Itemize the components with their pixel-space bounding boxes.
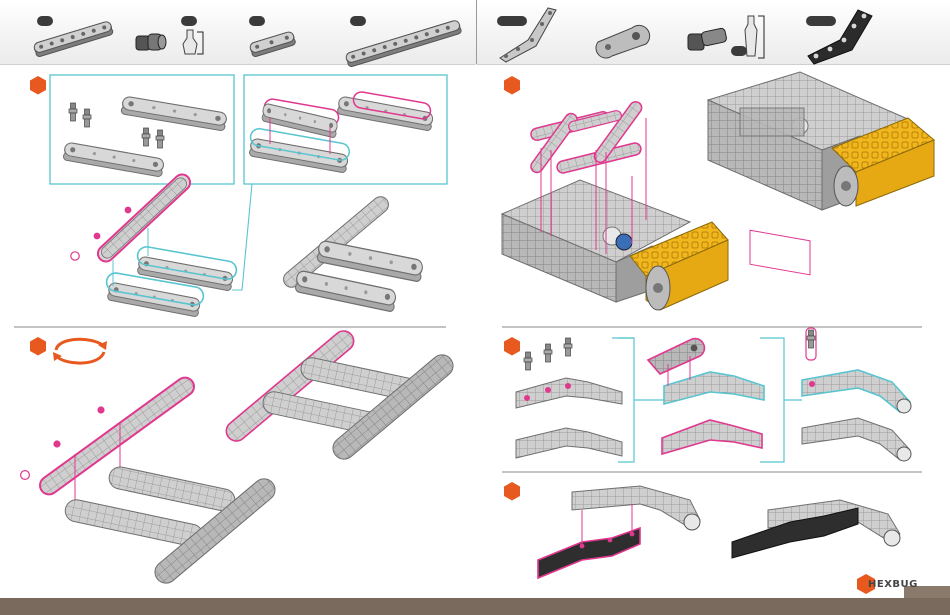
part-beam-7-icon (33, 21, 114, 58)
step-badge-4 (504, 337, 520, 356)
step3-robot-back (708, 72, 934, 275)
step-badge-5 (504, 482, 520, 501)
step1-box-b-parts (249, 91, 434, 173)
step-badge-3 (504, 76, 520, 95)
step1-box-a-parts (63, 96, 228, 177)
step-badge-1 (30, 76, 46, 95)
part-axle-clip-icon (183, 30, 203, 54)
rotate-arrows-icon (53, 339, 107, 363)
hexbug-logo: HEXBUG (856, 573, 906, 595)
step5-assembly-b (732, 500, 900, 558)
step2-upper-frame (222, 327, 457, 464)
part-round-link-icon (596, 25, 650, 58)
step3-robot-front (502, 180, 728, 310)
logo-text: HEXBUG (868, 579, 918, 590)
footer-bar (0, 598, 950, 615)
part-connector-pin-icon (136, 34, 166, 50)
step-badge-2 (30, 337, 46, 356)
part-angled-beam-icon (500, 8, 556, 62)
step4-col2 (648, 339, 764, 454)
part-beam-3-icon (249, 31, 296, 58)
step5-assembly-a (538, 486, 700, 578)
step2-lower-frame (63, 465, 279, 588)
step4-col3 (802, 328, 911, 461)
part-axle-with-clip-icon (688, 16, 764, 58)
step4-col1 (516, 338, 622, 458)
part-beam-11-icon (345, 20, 462, 68)
step1-result (280, 193, 423, 312)
part-angled-beam-dark-icon (808, 10, 872, 64)
step1-long-beam (71, 171, 194, 265)
step1-short-beams (105, 184, 252, 317)
